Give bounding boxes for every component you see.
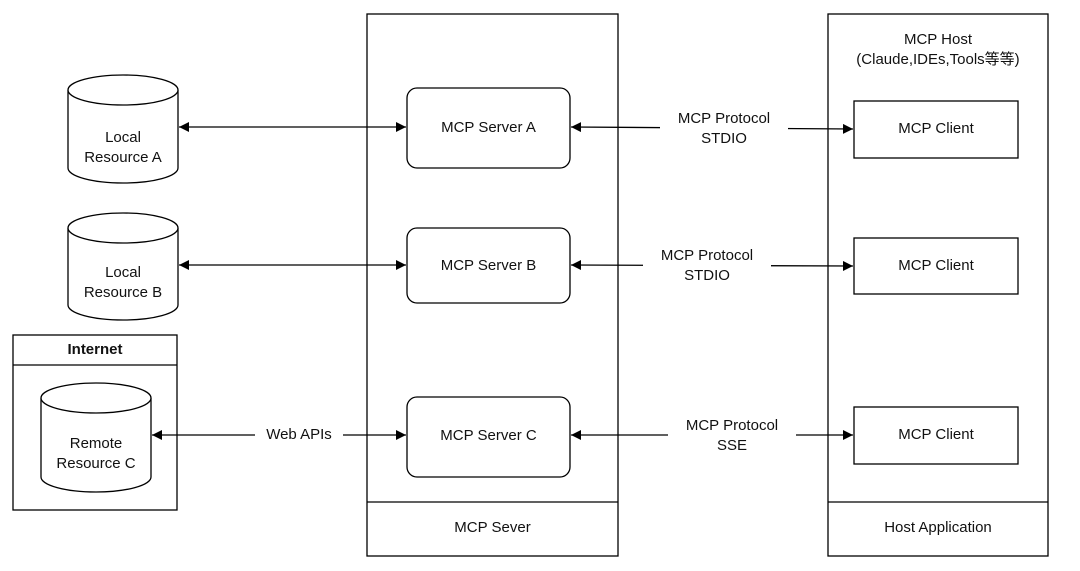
local-resource-a-label: Local Resource A bbox=[84, 129, 162, 166]
mcp-host-title: MCP Host (Claude,IDEs,Tools等等) bbox=[856, 31, 1020, 68]
mcp-client-label-1: MCP Client bbox=[898, 120, 974, 137]
local-resource-b-label: Local Resource B bbox=[83, 264, 163, 301]
mcp-server-container-label: MCP Sever bbox=[454, 519, 531, 536]
remote-resource-c-label: Remote Resource C bbox=[56, 435, 136, 472]
mcp-server-c-box bbox=[406, 396, 571, 478]
mcp-server-a-box bbox=[406, 87, 571, 169]
mcp-client-label-3: MCP Client bbox=[898, 426, 974, 443]
mcp-client-box-2 bbox=[853, 237, 1019, 295]
remote-resource-c-cylinder bbox=[40, 382, 152, 493]
protocol-a-label: MCP Protocol STDIO bbox=[660, 109, 788, 149]
mcp-server-b-box bbox=[406, 227, 571, 304]
local-resource-a-cylinder bbox=[67, 74, 179, 184]
mcp-client-box-1 bbox=[853, 100, 1019, 159]
host-application-label: Host Application bbox=[884, 519, 992, 536]
protocol-c-label: MCP Protocol SSE bbox=[668, 416, 796, 456]
mcp-server-b-label: MCP Server B bbox=[440, 257, 537, 274]
web-apis-label: Web APIs bbox=[255, 425, 343, 445]
mcp-client-box-3 bbox=[853, 406, 1019, 465]
protocol-b-label: MCP Protocol STDIO bbox=[643, 246, 771, 286]
local-resource-b-cylinder bbox=[67, 212, 179, 321]
internet-title: Internet bbox=[67, 341, 123, 358]
mcp-server-c-label: MCP Server C bbox=[440, 427, 537, 444]
mcp-server-a-label: MCP Server A bbox=[441, 119, 536, 136]
mcp-client-label-2: MCP Client bbox=[898, 257, 974, 274]
